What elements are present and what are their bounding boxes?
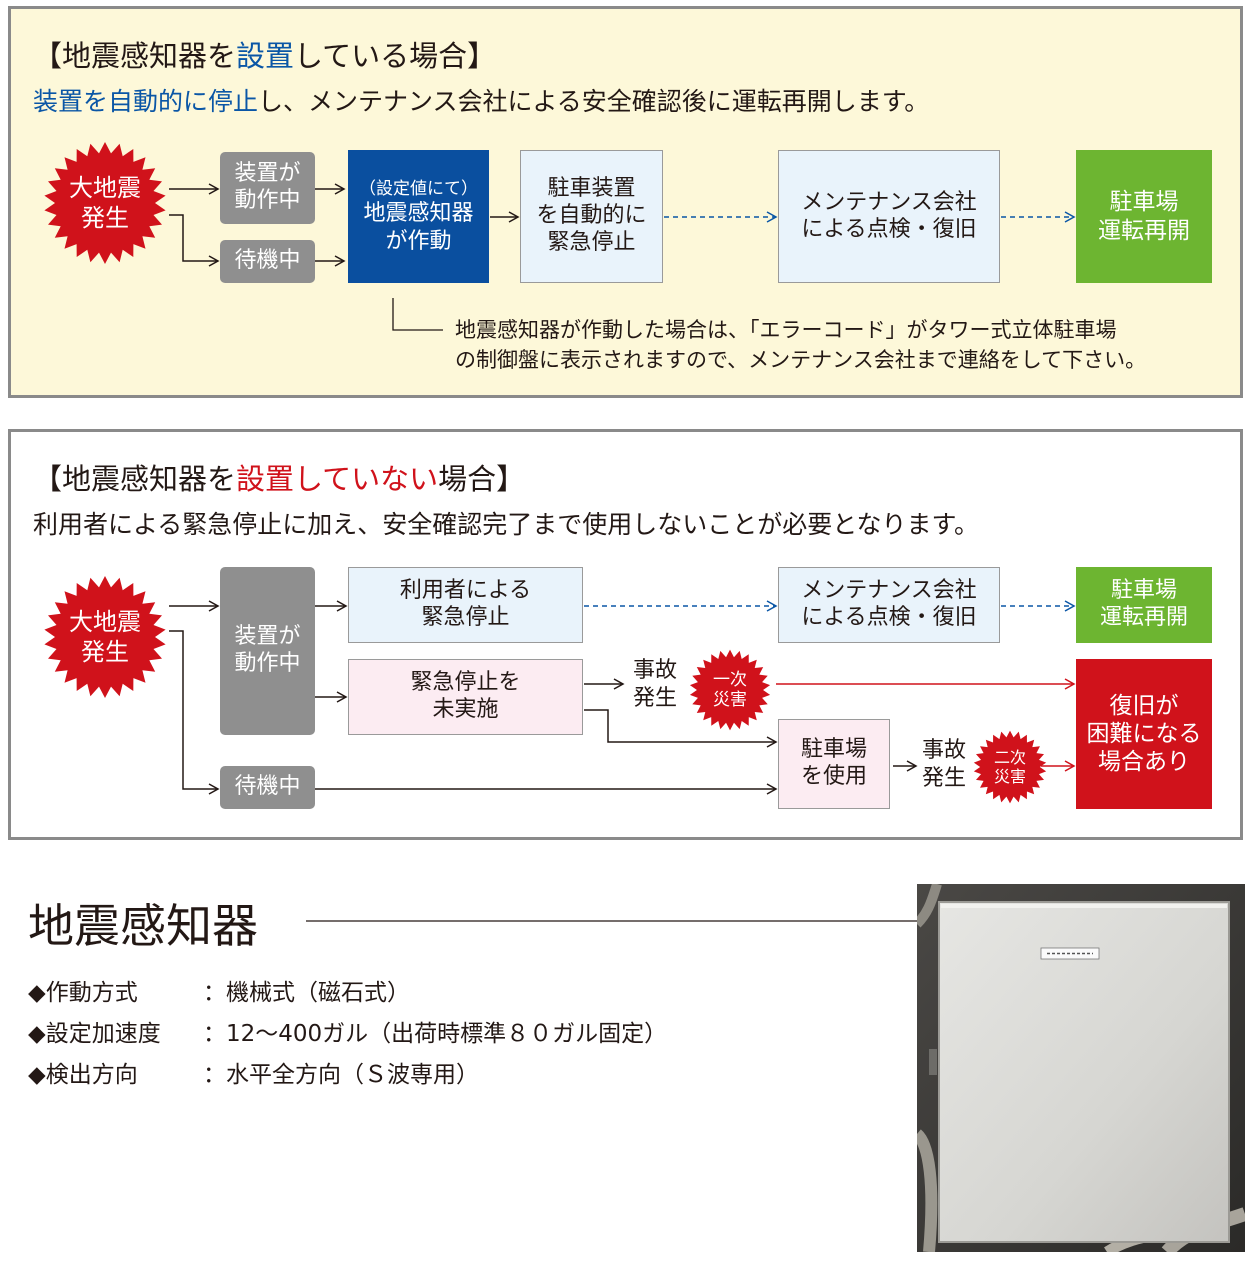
burst-shape <box>44 576 166 698</box>
arrow-nostop-to-use <box>584 709 778 748</box>
use-parking-box: 駐車場 を使用 <box>778 719 890 809</box>
sensor-activated-box: （設定値にて） 地震感知器 が作動 <box>348 150 489 283</box>
restart-box: 駐車場 運転再開 <box>1076 567 1212 643</box>
operating-box: 装置が 動作中 <box>220 567 315 735</box>
auto-stop-box: 駐車装置 を自動的に 緊急停止 <box>520 150 663 283</box>
accident-label-1: 事故 発生 <box>632 658 677 712</box>
arrow-burst-to-standby <box>169 214 220 267</box>
sensor-cabinet-illustration <box>917 884 1245 1252</box>
burst-polygon <box>44 576 166 698</box>
accident-label-2: 事故 発生 <box>921 738 966 792</box>
spec-row-operation: ◆作動方式 ：機械式（磁石式） <box>28 973 410 1007</box>
maintenance-box: メンテナンス会社 による点検・復旧 <box>778 567 1000 643</box>
burst-polygon <box>44 142 166 264</box>
earthquake-burst: 大地震 発生 <box>43 575 167 699</box>
sensor-section-title: 地震感知器 <box>28 899 258 953</box>
sensor-setting-note: （設定値にて） <box>359 178 478 199</box>
arrow-burst-to-standby <box>169 630 220 795</box>
note-line-1: 地震感知器が作動した場合は、「エラーコード」がタワー式立体駐車場 <box>455 318 1117 342</box>
panel1-title-suffix: している場合】 <box>294 39 497 73</box>
burst-shape <box>973 730 1047 804</box>
spec-value: ：機械式（磁石式） <box>203 980 410 1006</box>
burst-shape <box>689 649 771 731</box>
spec-label: ◆設定加速度 <box>28 1021 161 1047</box>
panel-sensor-installed: 【地震感知器を設置している場合】 装置を自動的に停止し、メンテナンス会社による安… <box>8 6 1243 398</box>
panel1-subtitle-rest: し、メンテナンス会社による安全確認後に運転再開します。 <box>258 87 930 116</box>
no-stop-box: 緊急停止を 未実施 <box>348 659 583 735</box>
panel2-title: 【地震感知器を設置していない場合】 <box>33 456 525 498</box>
panel2-title-suffix: 場合】 <box>438 462 526 496</box>
sensor-activated-label: 地震感知器 が作動 <box>363 201 474 254</box>
maintenance-box: メンテナンス会社 による点検・復旧 <box>778 150 1000 283</box>
burst-polygon <box>689 649 771 731</box>
panel-sensor-not-installed: 【地震感知器を設置していない場合】 利用者による緊急停止に加え、安全確認完了まで… <box>8 429 1243 840</box>
burst-label: 大地震 発生 <box>69 174 141 232</box>
operating-box: 装置が 動作中 <box>220 152 315 224</box>
earthquake-burst: 大地震 発生 <box>43 141 167 265</box>
spec-value: ：水平全方向（Ｓ波専用） <box>203 1062 479 1088</box>
panel1-subtitle: 装置を自動的に停止し、メンテナンス会社による安全確認後に運転再開します。 <box>33 82 929 118</box>
panel1-subtitle-highlight: 装置を自動的に停止 <box>33 87 259 116</box>
panel2-title-prefix: 【地震感知器を <box>33 462 237 496</box>
spec-row-acceleration: ◆設定加速度 ：12～400ガル（出荷時標準８０ガル固定） <box>28 1014 667 1048</box>
standby-box: 待機中 <box>220 766 315 809</box>
panel2-title-highlight: 設置していない <box>236 462 439 496</box>
primary-disaster-burst: 一次 災害 <box>689 649 771 731</box>
panel1-title: 【地震感知器を設置している場合】 <box>33 33 496 75</box>
restart-box: 駐車場 運転再開 <box>1076 150 1212 283</box>
spec-label: ◆作動方式 <box>28 980 138 1006</box>
sensor-photo <box>917 884 1245 1252</box>
panel1-title-prefix: 【地震感知器を <box>33 39 237 73</box>
burst-polygon <box>973 730 1047 804</box>
panel1-title-highlight: 設置 <box>236 39 295 73</box>
panel2-subtitle: 利用者による緊急停止に加え、安全確認完了まで使用しないことが必要となります。 <box>33 510 980 539</box>
user-stop-box: 利用者による 緊急停止 <box>348 567 583 643</box>
panel1-connectors <box>169 183 1076 331</box>
burst-shape <box>44 142 166 264</box>
spec-label: ◆検出方向 <box>28 1062 138 1088</box>
panel2-connectors <box>169 600 1076 795</box>
spec-value: ：12～400ガル（出荷時標準８０ガル固定） <box>203 1021 668 1047</box>
primary-disaster-label: 一次 災害 <box>713 669 747 710</box>
spec-row-direction: ◆検出方向 ：水平全方向（Ｓ波専用） <box>28 1055 479 1089</box>
secondary-disaster-label: 二次 災害 <box>993 747 1026 786</box>
note-leader-line <box>392 298 443 331</box>
secondary-disaster-burst: 二次 災害 <box>973 730 1047 804</box>
recovery-difficult-box: 復旧が 困難になる 場合あり <box>1076 659 1212 809</box>
note-line-2: の制御盤に表示されますので、メンテナンス会社まで連絡をして下さい。 <box>455 348 1147 372</box>
standby-box: 待機中 <box>220 240 315 283</box>
burst-label: 大地震 発生 <box>69 608 141 666</box>
